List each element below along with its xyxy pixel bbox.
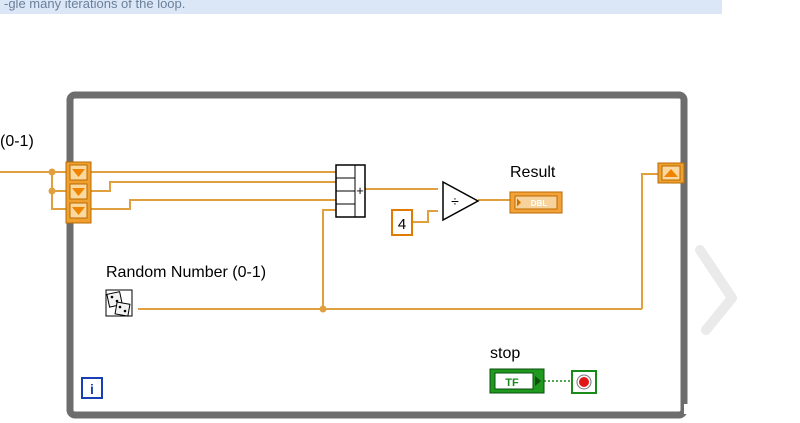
down-arrow-icon	[72, 169, 85, 177]
random-to-sum-wire	[322, 209, 336, 309]
const-to-divide-wire	[412, 210, 438, 223]
branch-wire-2	[51, 172, 66, 192]
while-loop-border[interactable]	[66, 91, 688, 419]
stop-dot	[579, 377, 589, 387]
wire-junction	[48, 168, 56, 176]
result-label: Result	[510, 164, 556, 181]
left-shift-register-stack[interactable]	[65, 161, 92, 224]
input-label: (0-1)	[0, 133, 34, 150]
iteration-terminal[interactable]: i	[81, 377, 103, 399]
up-arrow-icon	[664, 169, 678, 177]
loop-resize-notch	[684, 404, 694, 414]
wire-junction	[319, 305, 327, 313]
wires	[0, 171, 658, 310]
top-banner: -gle many iterations of the loop.	[0, 0, 722, 14]
control-arrow-icon	[535, 376, 541, 386]
result-indicator[interactable]: DBL	[509, 191, 563, 214]
shift-register-wire	[641, 173, 658, 309]
result-type: DBL	[531, 199, 548, 208]
divide-node[interactable]: ÷	[442, 180, 480, 222]
watermark-arrow-icon	[695, 245, 737, 335]
constant-value: 4	[398, 216, 406, 233]
stop-type: TF	[505, 377, 519, 389]
add-symbol: +	[356, 183, 364, 198]
right-shift-register[interactable]	[657, 162, 685, 184]
branch-wire-3	[51, 191, 66, 210]
stop-label: stop	[490, 345, 521, 362]
indicator-arrow-icon	[517, 198, 521, 207]
numeric-constant[interactable]: 4	[391, 209, 413, 236]
banner-text: -gle many iterations of the loop.	[4, 0, 186, 11]
divide-symbol: ÷	[451, 193, 459, 209]
stop-control[interactable]: TF	[489, 368, 545, 394]
shift-wire-2	[90, 181, 336, 192]
loop-condition-terminal[interactable]	[571, 370, 597, 394]
iteration-label: i	[90, 381, 94, 397]
dice-icon[interactable]	[105, 289, 133, 317]
shift-wire-3	[90, 199, 336, 210]
down-arrow-icon	[72, 188, 85, 196]
compound-add-node[interactable]: +	[335, 164, 366, 218]
random-number-label: Random Number (0-1)	[106, 264, 267, 281]
down-arrow-icon	[72, 207, 85, 215]
wire-junction	[48, 187, 56, 195]
